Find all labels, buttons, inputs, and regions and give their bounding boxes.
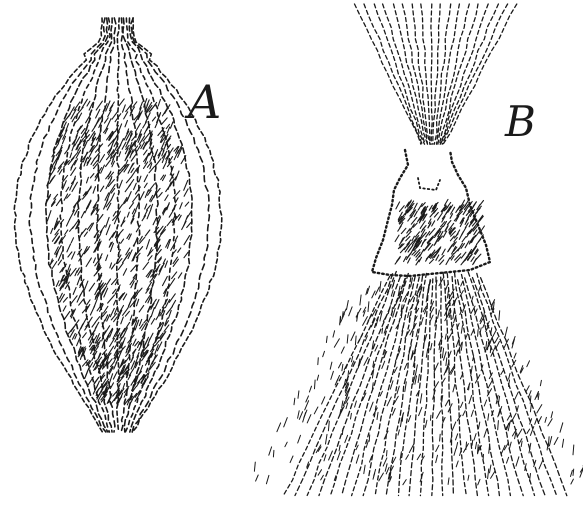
- figure-b-hourglass-sketch: [254, 4, 583, 496]
- figure-b-label: B: [504, 97, 536, 146]
- figure-a-label: A: [184, 75, 221, 129]
